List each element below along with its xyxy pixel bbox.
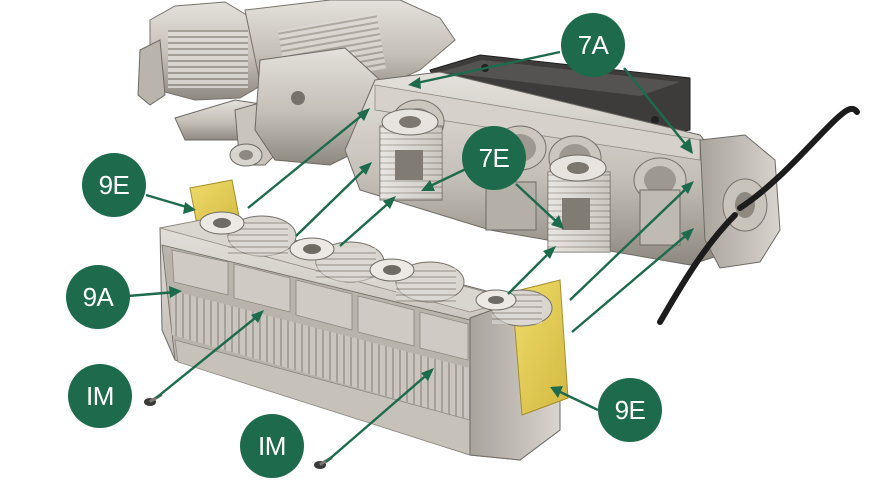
callout-im-left-label: IM [86, 381, 114, 411]
arrow-7e-left [421, 180, 435, 191]
screw-arrow-bottom [421, 368, 434, 381]
assembly-arrow-3 [383, 196, 396, 209]
cylinder-head-right [547, 154, 611, 253]
assembly-arrow-2 [359, 162, 372, 175]
assembly-arrow-1 [357, 108, 370, 121]
lower-cylinders [199, 211, 553, 327]
callout-9e-bottom: 9E [598, 378, 662, 442]
assembly-line-3 [339, 199, 393, 247]
arrow-9a [169, 286, 182, 298]
callout-7e-label: 7E [479, 143, 510, 173]
callout-7a-label: 7A [578, 30, 610, 60]
arrow-7a-left [408, 77, 421, 89]
crankcase-compartments [171, 249, 469, 361]
callout-7a: 7A [561, 13, 625, 77]
assembly-arrow-6 [681, 228, 694, 241]
block-stub-1 [485, 181, 537, 231]
assembly-line-6 [571, 231, 691, 333]
callouts: 7A 7E 9E 9A IM IM 9E [66, 13, 662, 478]
crankcase-ribs [170, 290, 470, 420]
assembly-line-5 [569, 184, 691, 301]
leader-7e-left [425, 166, 469, 190]
leader-9e-top [145, 193, 191, 210]
assembly-arrow-4 [543, 246, 556, 259]
leader-7a-right [623, 67, 691, 151]
block-stub-2 [639, 189, 681, 246]
black-hose-lower [657, 212, 738, 325]
assembly-line-2 [295, 165, 369, 237]
leader-9a [127, 290, 177, 298]
assembly-arrow-5 [681, 181, 694, 194]
hub-bore [239, 150, 253, 160]
leader-9e-bottom [555, 388, 599, 412]
upper-engine-assembly [137, 0, 860, 325]
leader-7e-right [515, 183, 561, 226]
callout-im-bottom-label: IM [258, 431, 286, 461]
leader-7a-left [411, 50, 561, 86]
upper-block-face [374, 84, 701, 161]
gearbox-fins [168, 30, 248, 88]
assembly-line-1 [247, 111, 367, 209]
screw-arrow-left [251, 310, 264, 323]
arrow-9e-bottom [550, 386, 563, 398]
cover-bolt-2 [651, 116, 659, 124]
gearbox-mount [137, 39, 166, 106]
callout-im-bottom: IM [240, 414, 304, 478]
assembly-line-4 [507, 249, 553, 295]
bell-bolt [291, 91, 305, 105]
callout-9a-label: 9A [83, 282, 115, 312]
screw-line-bottom [325, 371, 431, 463]
callout-9e-bottom-label: 9E [615, 395, 646, 425]
arrow-9e-top [183, 202, 196, 214]
dark-cover-top [440, 60, 680, 96]
callout-im-left: IM [68, 364, 132, 428]
arrow-7e-right [551, 215, 564, 229]
screw-line-left [155, 313, 261, 399]
callout-9e-top: 9E [82, 153, 146, 217]
arrow-7a-right [680, 138, 693, 154]
callout-7e: 7E [462, 126, 526, 190]
callout-9e-top-label: 9E [99, 170, 130, 200]
callout-9a: 9A [66, 265, 130, 329]
leader-lines [127, 50, 694, 463]
black-hose [737, 105, 860, 211]
